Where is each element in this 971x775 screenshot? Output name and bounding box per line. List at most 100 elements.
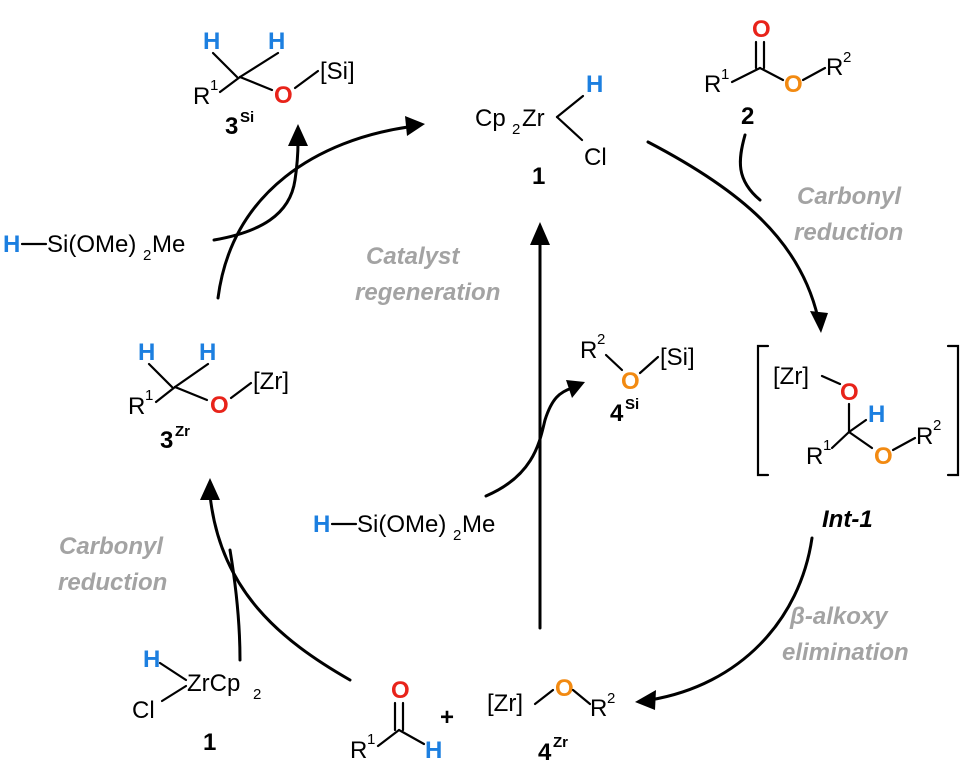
label-4si: 4 xyxy=(610,400,624,427)
step-catalyst-regen-1: Catalyst xyxy=(366,243,460,270)
product-3zr: H H R 1 O [Zr] 3 Zr xyxy=(128,339,289,454)
catalyst-bottom-label: 1 xyxy=(203,729,216,756)
aldehyde-h: H xyxy=(425,737,442,764)
h2-3si: H xyxy=(268,28,285,55)
r-c-bond-3zr xyxy=(154,385,177,404)
r1-3zr: R xyxy=(128,393,145,420)
r1-int1: R xyxy=(806,443,823,470)
si-tag-3si: [Si] xyxy=(320,58,355,85)
arrow-cat-bottom-in xyxy=(228,548,242,662)
product-4si: R 2 O [Si] 4 Si xyxy=(580,331,695,427)
h1-3zr: H xyxy=(138,339,155,366)
c-o-bond-3zr xyxy=(173,385,209,402)
c-o-bond xyxy=(758,66,785,82)
arrowhead-int1 xyxy=(810,311,828,333)
zr-h-bond xyxy=(555,94,585,119)
r-c-bond-3si xyxy=(218,75,242,94)
h-int1: H xyxy=(868,401,885,428)
silane-left-main: Si(OMe) xyxy=(47,231,136,258)
label-3si: 3 xyxy=(225,113,238,140)
catalyst-1-bottom: H ZrCp 2 Cl 1 xyxy=(132,646,261,756)
r2-sup-int1: 2 xyxy=(933,417,941,434)
silane-left: H Si(OMe) 2 Me xyxy=(3,231,185,264)
zr-tag-3zr: [Zr] xyxy=(253,368,289,395)
zr-text: Zr xyxy=(522,105,545,132)
zrcp-sub: 2 xyxy=(253,686,261,703)
silane-left-tail: Me xyxy=(152,231,185,258)
si-tag-4si: [Si] xyxy=(660,344,695,371)
arrow-int1-to-4zr xyxy=(648,536,814,702)
arrowhead-3si xyxy=(288,124,308,146)
r2-4si: R xyxy=(580,337,597,364)
aldehyde-r-c xyxy=(376,728,401,748)
o-r-bond-4zr xyxy=(571,688,592,706)
c-h-bond-int1 xyxy=(847,418,868,434)
o-4zr: O xyxy=(555,675,574,702)
zrcp-text: ZrCp xyxy=(187,670,240,697)
ester-r: R xyxy=(704,71,721,98)
o-r2-bond xyxy=(801,66,827,82)
o-si-bond-3si xyxy=(293,69,320,90)
catalyst-label: 1 xyxy=(532,163,545,190)
h2-3zr: H xyxy=(199,339,216,366)
label-4zr: 4 xyxy=(538,739,552,766)
arrowhead-cat xyxy=(405,116,425,136)
right-bracket xyxy=(946,344,960,477)
product-4zr: [Zr] O R 2 4 Zr xyxy=(487,675,615,766)
arrow-4si-out xyxy=(484,386,574,498)
silane-center-main: Si(OMe) xyxy=(357,511,446,538)
ester-carbonyl-o: O xyxy=(752,16,771,43)
aldehyde-c-h xyxy=(397,728,426,746)
ester-label: 2 xyxy=(741,103,754,130)
zr-o-bond-4zr xyxy=(533,688,555,706)
step-carbonyl-reduction-left-2: reduction xyxy=(58,569,167,596)
arrowhead-regeneration xyxy=(530,222,550,245)
h-zr-bond-bottom xyxy=(158,661,188,682)
o-3si: O xyxy=(274,82,293,109)
zr-o-bond-int1 xyxy=(820,374,842,386)
hydride-h: H xyxy=(586,71,603,98)
r2-int1: R xyxy=(916,423,933,450)
plus-sign: + xyxy=(440,704,454,731)
label-4si-sup: Si xyxy=(625,396,639,413)
product-3si: H H R 1 O [Si] 3 Si xyxy=(193,28,355,140)
zr-tag-int1: [Zr] xyxy=(773,363,809,390)
h2-c-bond-3zr xyxy=(173,362,210,389)
arrowhead-4zr xyxy=(635,690,656,710)
step-beta-elimination-1: β-alkoxy xyxy=(789,603,889,630)
label-3zr: 3 xyxy=(160,427,173,454)
r1-sup-3si: 1 xyxy=(210,77,218,94)
h1-c-bond-3zr xyxy=(147,362,174,389)
h1-3si: H xyxy=(203,28,220,55)
int1-label: Int-1 xyxy=(822,506,873,533)
r2-sup-4zr: 2 xyxy=(607,690,615,707)
r1-c-bond xyxy=(730,66,762,84)
aldehyde-r: R xyxy=(350,737,367,764)
intermediate-int1: [Zr] O H R 1 O R 2 Int-1 xyxy=(756,344,960,533)
silane-center: H Si(OMe) 2 Me xyxy=(313,511,495,544)
ester-2: O R 1 O R 2 2 xyxy=(704,16,851,130)
r1-3si: R xyxy=(193,83,210,110)
aldehyde-o: O xyxy=(391,677,410,704)
silane-left-h: H xyxy=(3,231,20,258)
c-o2-bond-int1 xyxy=(847,430,874,450)
arrowhead-4si xyxy=(566,380,585,398)
aldehyde: O R 1 H + xyxy=(350,677,454,764)
ester-r-sup: 1 xyxy=(721,66,729,83)
o-3zr: O xyxy=(210,392,229,419)
step-carbonyl-reduction-right-2: reduction xyxy=(794,219,903,246)
step-carbonyl-reduction-right-1: Carbonyl xyxy=(797,183,902,210)
o-4si: O xyxy=(621,368,640,395)
ester-r2-sup: 2 xyxy=(843,49,851,66)
arrow-3si-out xyxy=(212,140,300,242)
r1-sup-3zr: 1 xyxy=(145,387,153,404)
arrow-ester-in xyxy=(738,133,762,202)
hydride-h-bottom: H xyxy=(143,646,160,673)
c-o-bond-3si xyxy=(238,75,274,92)
o-r2-bond-int1 xyxy=(891,436,917,452)
arrow-3zr-to-cat xyxy=(216,125,410,300)
arrow-to-3zr xyxy=(208,493,352,682)
o-zr-bond-3zr xyxy=(229,381,253,400)
